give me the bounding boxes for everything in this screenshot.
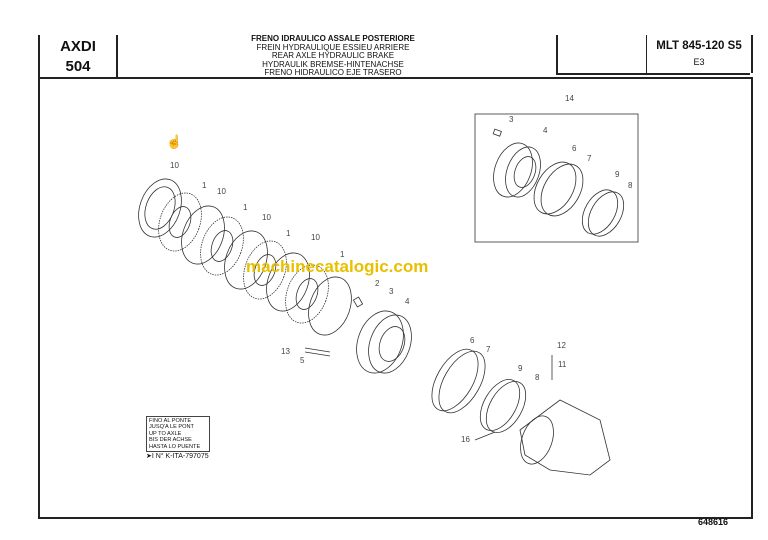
title-de: HYDRAULIK BREMSE-HINTENACHSE <box>262 59 404 69</box>
callout: 1 <box>286 229 291 238</box>
kit-callout: 9 <box>615 170 620 179</box>
title-fr: FREIN HYDRAULIQUE ESSIEU ARRIERE <box>256 42 410 52</box>
note-line: HASTA LO PUENTE <box>149 443 201 450</box>
note-line: UP TO AXLE <box>149 430 182 437</box>
callout: 8 <box>535 373 540 382</box>
watermark: machinecatalogic.com <box>246 257 429 276</box>
callout: 7 <box>486 345 491 354</box>
callout: 10 <box>262 213 271 222</box>
kit-box <box>474 113 639 243</box>
callout: 10 <box>311 233 320 242</box>
piston <box>352 296 412 374</box>
section-number: 504 <box>65 58 91 75</box>
note-line: FINO AL PONTE <box>149 418 192 424</box>
kit-callout: 8 <box>628 181 633 190</box>
title-es: FRENO HIDRAULICO EJE TRASERO <box>264 68 402 78</box>
callout: 10 <box>217 187 226 196</box>
drawing-frame <box>38 77 753 519</box>
title-en: REAR AXLE HYDRAULIC BRAKE <box>271 51 395 61</box>
header-divider <box>556 35 558 73</box>
callout: 3 <box>389 287 394 296</box>
kit-callout: 4 <box>543 126 548 135</box>
callout: 16 <box>461 435 470 444</box>
kit-callout: 14 <box>565 94 574 103</box>
callout: 4 <box>405 297 410 306</box>
callout: 11 <box>558 360 567 369</box>
callout: 9 <box>518 364 523 373</box>
kit-parts <box>492 128 625 237</box>
hand-cursor-icon: ☝ <box>166 134 183 149</box>
callout: 5 <box>300 356 305 365</box>
note-line: JUSQ'A LE PONT <box>149 424 194 431</box>
callout: 13 <box>281 347 290 356</box>
callout: 6 <box>470 336 475 345</box>
callout: 2 <box>375 279 380 288</box>
seals <box>431 348 527 433</box>
callout: 12 <box>557 341 566 350</box>
kit-callout: 3 <box>509 115 514 124</box>
disc-stack <box>138 178 352 336</box>
applicability-note: FINO AL PONTE JUSQ'A LE PONT UP TO AXLE … <box>146 416 210 453</box>
callout: 10 <box>170 161 179 170</box>
note-line: BIS DER ACHSE <box>149 437 192 444</box>
page-number: 648616 <box>698 517 729 527</box>
callout: 1 <box>202 181 207 190</box>
callout: 1 <box>340 250 345 259</box>
section-code-cell: AXDI 504 <box>38 35 118 77</box>
header-divider <box>556 73 750 75</box>
serial-reference: ➤I N° K-ITA-797075 <box>146 453 209 460</box>
kit-callout: 7 <box>587 154 592 163</box>
model-cell: MLT 845-120 S5 E3 <box>646 35 753 73</box>
model-name: MLT 845-120 S5 <box>656 40 742 52</box>
model-variant: E3 <box>693 57 705 67</box>
axle-housing <box>474 355 611 476</box>
bolts <box>304 347 331 357</box>
section-code: AXDI <box>60 38 96 55</box>
kit-callout: 6 <box>572 144 577 153</box>
page-title: FRENO IDRAULICO ASSALE POSTERIORE FREIN … <box>180 34 486 78</box>
title-it: FRENO IDRAULICO ASSALE POSTERIORE <box>251 34 415 43</box>
callout: 1 <box>243 203 248 212</box>
